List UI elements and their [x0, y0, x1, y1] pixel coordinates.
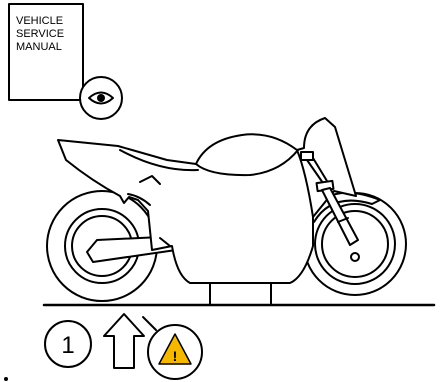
manual-line-1: VEHICLE [16, 15, 63, 27]
service-manual-card: VEHICLE SERVICE MANUAL [9, 4, 83, 100]
step-badge: 1 [45, 321, 91, 367]
warning-triangle-icon: ! [143, 317, 202, 379]
manual-line-2: SERVICE [16, 28, 64, 40]
eye-icon [80, 77, 122, 119]
stand [210, 283, 271, 305]
step-number: 1 [61, 332, 74, 359]
up-arrow-icon [104, 314, 144, 368]
corner-mark [4, 377, 8, 381]
warning-glyph: ! [173, 348, 178, 364]
manual-line-3: MANUAL [16, 41, 62, 53]
motorcycle [47, 118, 406, 301]
